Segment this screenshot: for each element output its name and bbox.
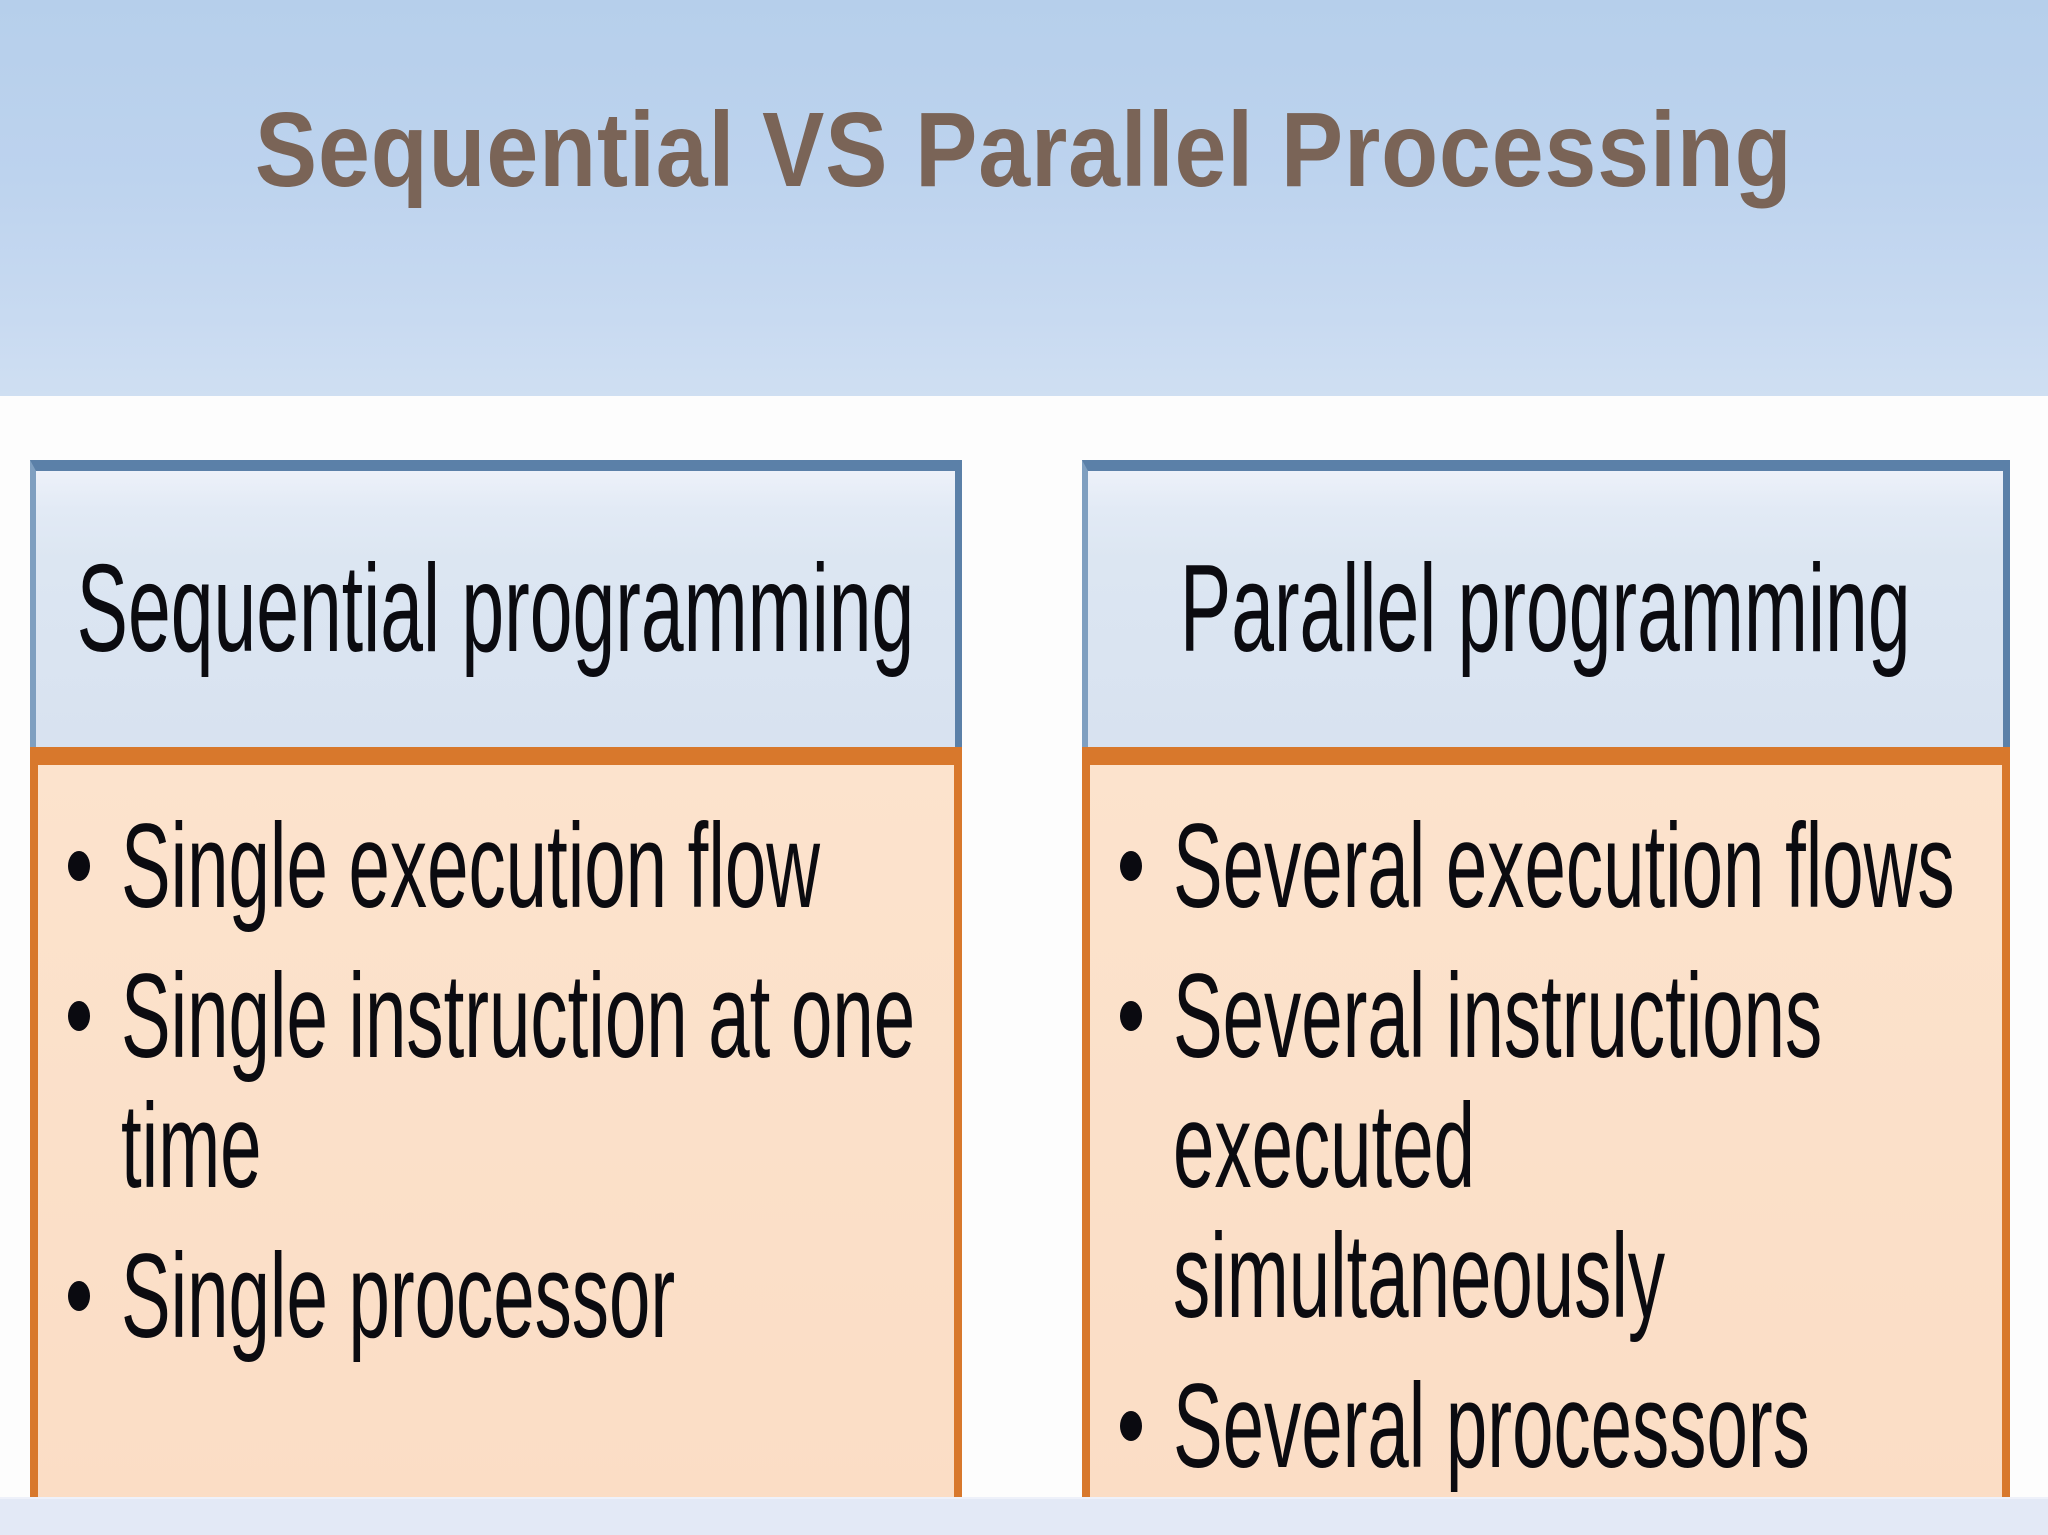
- bullet-item: Several instructions executed simultaneo…: [1120, 951, 2002, 1341]
- bullet-item: Single execution flow: [68, 801, 954, 931]
- bullet-dot-icon: [68, 1281, 90, 1311]
- bullet-text: Single execution flow: [121, 799, 820, 933]
- bullet-item: Single instruction at one time: [68, 951, 954, 1211]
- slide-title-text: Sequential VS Parallel Processing: [255, 91, 1793, 209]
- panel-title: Parallel programming: [1180, 540, 1911, 678]
- bullet-text: Several processors: [1173, 1359, 1810, 1493]
- sequential-panel: Sequential programming Single execution …: [30, 460, 962, 1500]
- bottom-strip: [0, 1497, 2048, 1535]
- bullet-dot-icon: [68, 851, 90, 881]
- bullet-text: Single processor: [121, 1229, 676, 1363]
- parallel-panel: Parallel programming Several execution f…: [1082, 460, 2010, 1500]
- bullet-text: Single instruction at one time: [121, 949, 916, 1213]
- sequential-panel-header: Sequential programming: [30, 460, 962, 747]
- bullet-dot-icon: [1120, 1411, 1142, 1441]
- bullet-dot-icon: [68, 1001, 90, 1031]
- slide-title: Sequential VS Parallel Processing: [0, 84, 2048, 216]
- bullet-dot-icon: [1120, 1001, 1142, 1031]
- bullet-dot-icon: [1120, 851, 1142, 881]
- parallel-panel-header: Parallel programming: [1082, 460, 2010, 747]
- bullet-text: Several execution flows: [1173, 799, 1955, 933]
- bullet-item: Several processors: [1120, 1361, 2002, 1491]
- bullet-item: Single processor: [68, 1231, 954, 1361]
- panel-title: Sequential programming: [76, 540, 915, 678]
- bullet-text: Several instructions executed simultaneo…: [1173, 949, 1823, 1343]
- bullet-item: Several execution flows: [1120, 801, 2002, 931]
- title-band-background: [0, 0, 2048, 396]
